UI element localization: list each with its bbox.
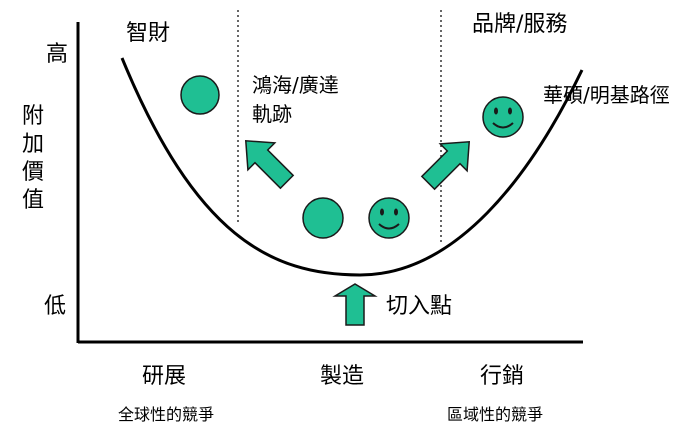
y-high-label: 高 bbox=[46, 42, 68, 67]
stage-marketing-label: 行銷 bbox=[480, 364, 524, 389]
stage-rd-label: 研展 bbox=[142, 364, 186, 389]
entry-arrow-icon bbox=[332, 283, 378, 326]
y-low-label: 低 bbox=[44, 294, 66, 319]
top-smiley-icon bbox=[482, 96, 524, 138]
top-left-circle bbox=[180, 75, 220, 115]
bottom-smiley-icon bbox=[368, 197, 410, 239]
y-title-char-1: 附 bbox=[22, 104, 44, 129]
right-up-arrow-icon bbox=[420, 140, 471, 191]
global-competition-label: 全球性的競爭 bbox=[118, 405, 214, 424]
asus-benq-path-label: 華碩/明基路徑 bbox=[543, 83, 670, 107]
regional-competition-label: 區域性的競爭 bbox=[447, 405, 543, 424]
smile-curve bbox=[120, 57, 584, 277]
entry-point-label: 切入點 bbox=[386, 294, 452, 319]
left-up-arrow-icon bbox=[244, 139, 295, 190]
brand-service-label: 品牌/服務 bbox=[472, 12, 567, 37]
bottom-circle bbox=[302, 197, 344, 239]
y-title-char-4: 值 bbox=[22, 188, 44, 213]
foxconn-quanta-label: 鴻海/廣達 bbox=[252, 73, 339, 97]
ip-label: 智財 bbox=[126, 21, 170, 46]
y-title-char-2: 加 bbox=[22, 132, 44, 157]
y-title-char-3: 價 bbox=[22, 160, 44, 185]
stage-manufacturing-label: 製造 bbox=[320, 364, 364, 389]
foxconn-quanta-track-label: 軌跡 bbox=[252, 102, 292, 126]
